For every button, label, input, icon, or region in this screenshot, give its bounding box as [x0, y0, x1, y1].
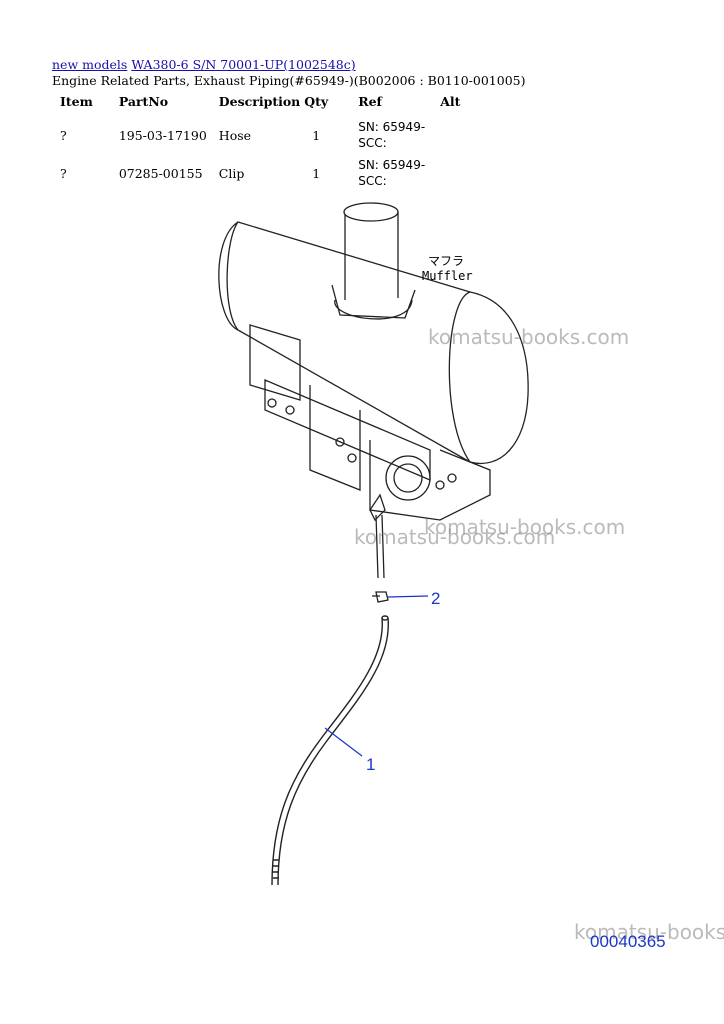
- watermark: komatsu-books.com: [354, 525, 556, 549]
- callout-1-leader: [324, 727, 363, 757]
- page-subtitle: Engine Related Parts, Exhaust Piping(#65…: [52, 73, 526, 88]
- cell-description: Clip: [218, 165, 245, 181]
- cell-partno: 195-03-17190: [118, 127, 207, 143]
- table-row: ? 07285-00155 Clip 1 SN: 65949-SCC:: [52, 155, 464, 193]
- col-header-description: Description: [218, 94, 301, 109]
- watermark: komatsu-books.com: [428, 325, 630, 349]
- cell-qty: 1: [312, 127, 321, 143]
- cell-description: Hose: [218, 127, 252, 143]
- breadcrumb-link-model[interactable]: WA380-6 S/N 70001-UP(1002548c): [131, 57, 356, 72]
- cell-alt: [432, 155, 464, 193]
- table-header-row: Item PartNo Description Qty Ref Alt: [52, 92, 464, 117]
- muffler-label-jp: マフラ: [428, 254, 464, 268]
- breadcrumb-link-new-models[interactable]: new models: [52, 57, 128, 72]
- clip-part: [372, 591, 389, 603]
- cell-alt: [432, 117, 464, 155]
- muffler-drawing: [218, 202, 529, 579]
- diagram-code: 00040365: [590, 932, 666, 951]
- watermark: komatsu-books.com: [574, 920, 724, 944]
- col-header-qty: Qty: [304, 94, 329, 109]
- cell-partno: 07285-00155: [118, 165, 203, 181]
- cell-qty: 1: [312, 165, 321, 181]
- cell-ref: SN: 65949-SCC:: [358, 158, 426, 188]
- parts-table: Item PartNo Description Qty Ref Alt ? 19…: [52, 92, 464, 193]
- col-header-ref: Ref: [358, 94, 382, 109]
- muffler-label-en: Muffler: [422, 269, 473, 283]
- watermark: komatsu-books.com: [424, 515, 626, 539]
- table-row: ? 195-03-17190 Hose 1 SN: 65949-SCC:: [52, 117, 464, 155]
- col-header-partno: PartNo: [118, 94, 169, 109]
- cell-ref: SN: 65949-SCC:: [358, 120, 426, 150]
- cell-item: ?: [60, 127, 67, 143]
- hose-part: [271, 615, 389, 886]
- exhaust-piping-diagram: マフラ Muffler 2 1: [218, 202, 529, 886]
- col-header-item: Item: [60, 94, 93, 109]
- cell-item: ?: [60, 165, 67, 181]
- callout-2-leader: [387, 595, 429, 598]
- callout-1: 1: [366, 755, 375, 774]
- callout-2: 2: [431, 589, 440, 608]
- col-header-alt: Alt: [440, 94, 461, 109]
